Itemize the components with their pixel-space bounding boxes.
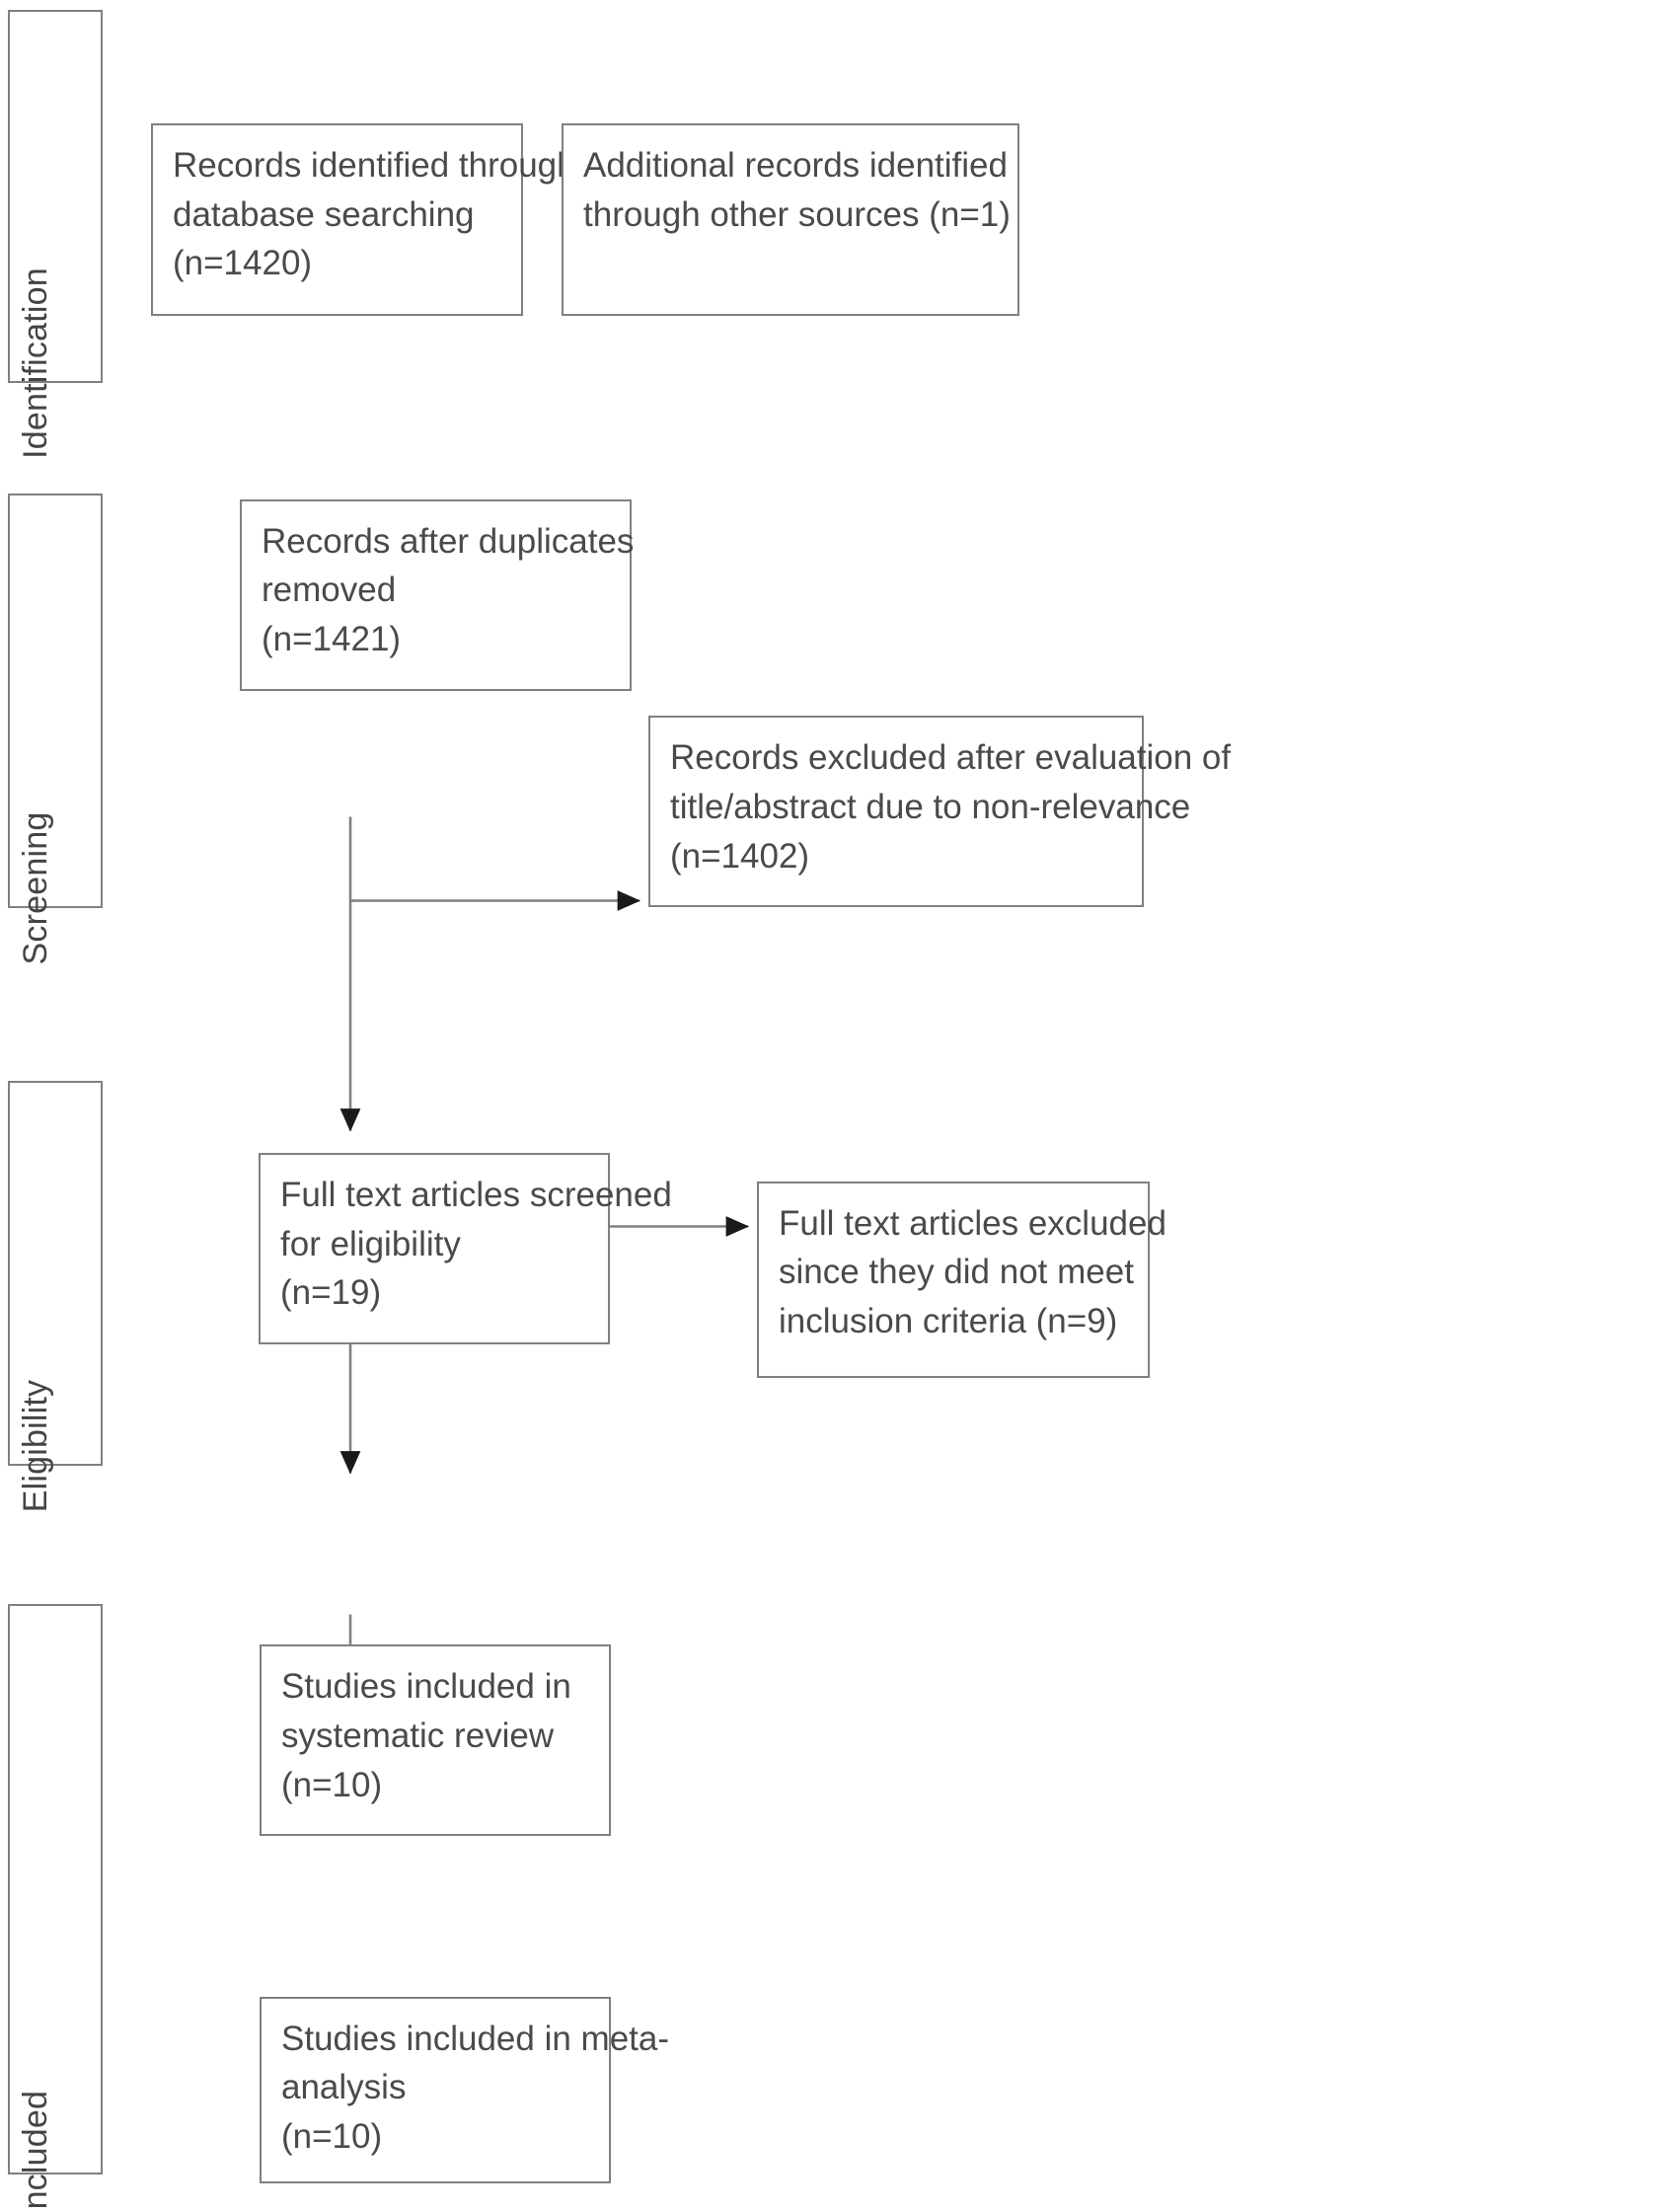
node-line: for eligibility <box>280 1224 461 1263</box>
stage-label-eligibility: Eligibility <box>17 1379 54 1513</box>
node-records-identified-database: Records identified through database sear… <box>151 122 576 317</box>
node-count-label: (n=10) <box>281 1765 383 1804</box>
node-count-label: (n=1421) <box>262 620 402 659</box>
stage-label-screening: Screening <box>17 811 54 965</box>
node-line: title/abstract due to non-relevance <box>670 788 1191 827</box>
node-line: Additional records identified <box>583 145 1008 185</box>
node-line: analysis <box>281 2068 407 2107</box>
node-count-label: inclusion criteria (n=9) <box>779 1302 1118 1340</box>
node-line: through other sources (n=1) <box>583 194 1011 234</box>
node-studies-included-meta-analysis: Studies included in meta- analysis (n=10… <box>260 1996 669 2184</box>
node-line: Studies included in meta- <box>281 2019 669 2058</box>
node-studies-included-systematic-review: Studies included in systematic review (n… <box>260 1644 611 1837</box>
node-line: Records excluded after evaluation of <box>670 738 1232 778</box>
node-line: systematic review <box>281 1716 555 1756</box>
stage-band-eligibility: Eligibility <box>8 1081 103 1512</box>
stage-band-identification: Identification <box>8 10 103 459</box>
node-full-text-screened-eligibility: Full text articles screened for eligibil… <box>259 1152 672 1344</box>
node-line: Studies included in <box>281 1667 571 1707</box>
node-count-label: (n=19) <box>280 1273 382 1313</box>
node-records-after-duplicates-removed: Records after duplicates removed (n=1421… <box>240 498 635 691</box>
stage-band-screening: Screening <box>8 494 103 964</box>
node-count-label: (n=10) <box>281 2117 383 2157</box>
node-line: Full text articles excluded <box>779 1203 1166 1243</box>
node-line: Full text articles screened <box>280 1175 672 1214</box>
node-line: since they did not meet <box>779 1253 1134 1292</box>
node-full-text-excluded-inclusion-criteria: Full text articles excluded since they d… <box>757 1181 1166 1379</box>
stage-label-included: Included <box>17 2090 54 2212</box>
node-line: removed <box>262 571 397 610</box>
stage-label-identification: Identification <box>17 267 54 459</box>
node-line: Records identified through <box>173 145 576 185</box>
node-count-label: (n=1402) <box>670 836 810 876</box>
node-line: Records after duplicates <box>262 521 635 561</box>
node-line: database searching <box>173 194 475 234</box>
stage-band-included: Included <box>8 1604 103 2212</box>
node-count-label: (n=1420) <box>173 244 313 283</box>
node-records-excluded-title-abstract: Records excluded after evaluation of tit… <box>648 716 1232 908</box>
node-additional-records-other-sources: Additional records identified through ot… <box>562 122 1019 317</box>
